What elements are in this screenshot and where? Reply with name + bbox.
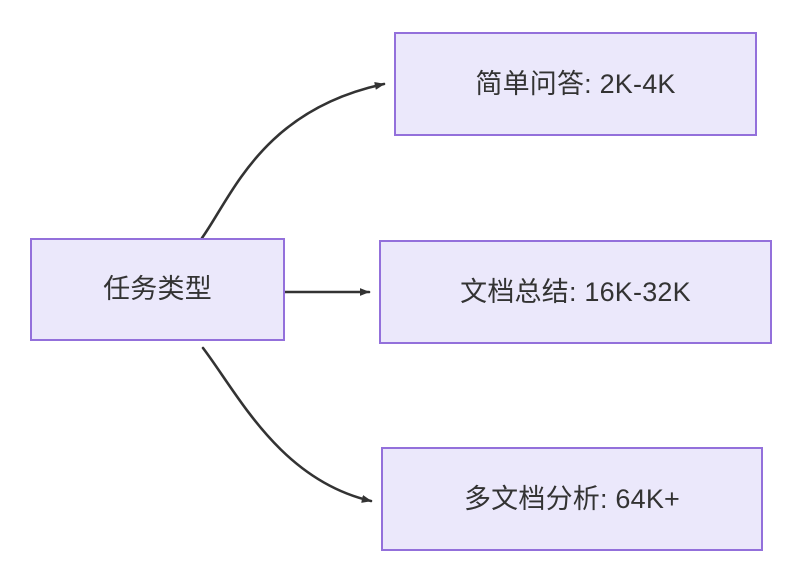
node-multi-document-analysis[interactable]: 多文档分析: 64K+ xyxy=(381,447,763,551)
node-simple-qa[interactable]: 简单问答: 2K-4K xyxy=(394,32,757,136)
node-label: 多文档分析: 64K+ xyxy=(463,483,680,514)
edge-root-to-simple xyxy=(200,82,386,240)
node-task-type[interactable]: 任务类型 xyxy=(30,238,285,341)
node-document-summary[interactable]: 文档总结: 16K-32K xyxy=(379,240,772,344)
node-label: 任务类型 xyxy=(103,274,212,305)
edge-root-to-multi xyxy=(201,346,373,503)
node-label: 文档总结: 16K-32K xyxy=(460,276,691,307)
node-label: 简单问答: 2K-4K xyxy=(475,68,676,99)
